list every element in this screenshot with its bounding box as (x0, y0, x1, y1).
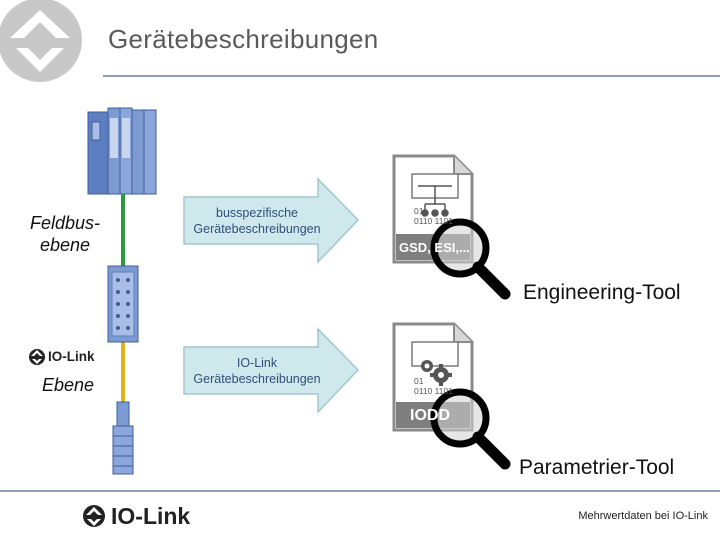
iolink-level-label: Ebene (41, 375, 95, 395)
fieldbus-cable (121, 194, 125, 266)
search-icon-bottom (430, 388, 511, 470)
page-title: Gerätebeschreibungen (108, 24, 379, 54)
parametrier-tool-label: Parametrier-Tool (519, 456, 675, 479)
doc-bottom-format-label: IODD (410, 407, 450, 424)
iolink-cable (121, 342, 125, 402)
doc-top-binary-1: 01 (414, 206, 424, 216)
iolink-master-device (107, 265, 139, 343)
title-divider (103, 75, 720, 77)
doc-top-format-label: GSD, ESI,... (399, 240, 470, 255)
engineering-tool-label: Engineering-Tool (523, 281, 681, 304)
iolink-small-logo-icon (29, 349, 45, 365)
fieldbus-level-label: Feldbus- ebene (29, 213, 101, 255)
plc-device (87, 107, 157, 195)
arrow-top-label: busspezifische Gerätebeschreibungen (193, 206, 321, 236)
sensor-device (112, 401, 134, 475)
doc-top-binary-2: 0110 1101 (414, 216, 453, 226)
footer-divider (0, 490, 720, 492)
network-tree-icon (418, 185, 452, 217)
arrow-top (183, 177, 360, 264)
footer-logo-text: IO-Link (111, 503, 191, 529)
corner-logo-icon (0, 0, 82, 82)
arrow-bottom-label: IO-Link Gerätebeschreibungen (193, 356, 321, 386)
doc-bottom-binary-1: 01 (414, 376, 424, 386)
arrow-bottom (183, 327, 360, 414)
search-icon (430, 218, 511, 300)
footer-iolink-logo-icon (83, 505, 105, 527)
doc-bottom-binary-2: 0110 1101 (414, 386, 453, 396)
iolink-logo-text: IO-Link (48, 349, 95, 364)
gear-icon (421, 360, 452, 386)
footer-caption: Mehrwertdaten bei IO-Link (578, 510, 708, 522)
